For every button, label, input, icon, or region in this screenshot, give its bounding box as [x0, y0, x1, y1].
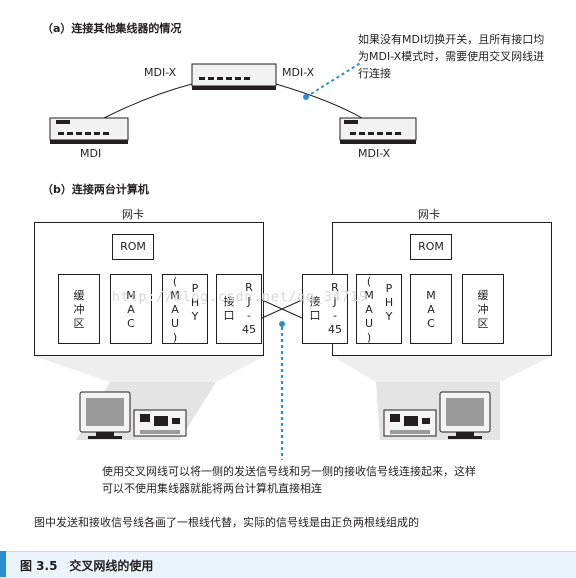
cable-left: [103, 83, 193, 119]
crossover-cable: [261, 299, 303, 460]
hub-connection-diagram: [49, 61, 417, 144]
right-buffer-label: 缓冲区: [477, 289, 489, 330]
caption-bar: [0, 551, 576, 578]
pc-connection-diagram: [34, 356, 552, 440]
left-nic-title: 网卡: [122, 208, 144, 221]
figure-caption: 图 3.5 交叉网线的使用: [20, 559, 154, 573]
cable-right: [275, 83, 363, 119]
note-pointer-line: [305, 61, 363, 98]
crossover-note: 使用交叉网线可以将一侧的发送信号线和另一侧的接收信号线连接起来，这样可以不使用集…: [102, 465, 476, 495]
left-rom-box: ROM: [112, 234, 154, 260]
watermark: http://blog.csdn.net/qq_34719: [112, 290, 368, 305]
top-hub-left-port-label: MDI-X: [144, 66, 177, 79]
mdi-note: 如果没有MDI切换开关，且所有接口均为MDI-X模式时，需要使用交叉网线进行连接: [358, 33, 545, 80]
right-port-label: 接口: [309, 295, 321, 322]
left-hub-device: [49, 117, 129, 144]
left-monitor-icon: [79, 391, 131, 439]
caption-accent: [0, 551, 6, 577]
left-cone: [34, 356, 264, 382]
footer-note: 图中发送和接收信号线各画了一根线代替，实际的信号线是由正负两根线组成的: [34, 516, 419, 529]
left-buffer-label: 缓冲区: [73, 289, 85, 330]
right-monitor-icon: [439, 391, 491, 439]
left-nic-board-icon: [133, 409, 187, 437]
note-pointer-dot: [303, 94, 309, 100]
left-hub-label: MDI: [80, 147, 102, 160]
right-hub-device: [339, 117, 417, 144]
right-buffer-box: 缓冲区: [462, 274, 504, 344]
right-nic-board-icon: [383, 409, 437, 437]
left-port-label: 接口: [223, 295, 235, 322]
left-buffer-box: 缓冲区: [58, 274, 100, 344]
right-nic-title: 网卡: [418, 208, 440, 221]
right-hub-label: MDI-X: [358, 147, 391, 160]
right-cone: [332, 356, 552, 382]
top-hub-device: [191, 63, 277, 90]
section-b-title: （b）连接两台计算机: [42, 183, 149, 196]
top-hub-right-port-label: MDI-X: [282, 66, 315, 79]
section-a-title: （a）连接其他集线器的情况: [42, 22, 182, 35]
right-rom-box: ROM: [410, 234, 452, 260]
cross-pointer-dot: [279, 321, 285, 327]
crossover-line-2: [261, 299, 303, 319]
